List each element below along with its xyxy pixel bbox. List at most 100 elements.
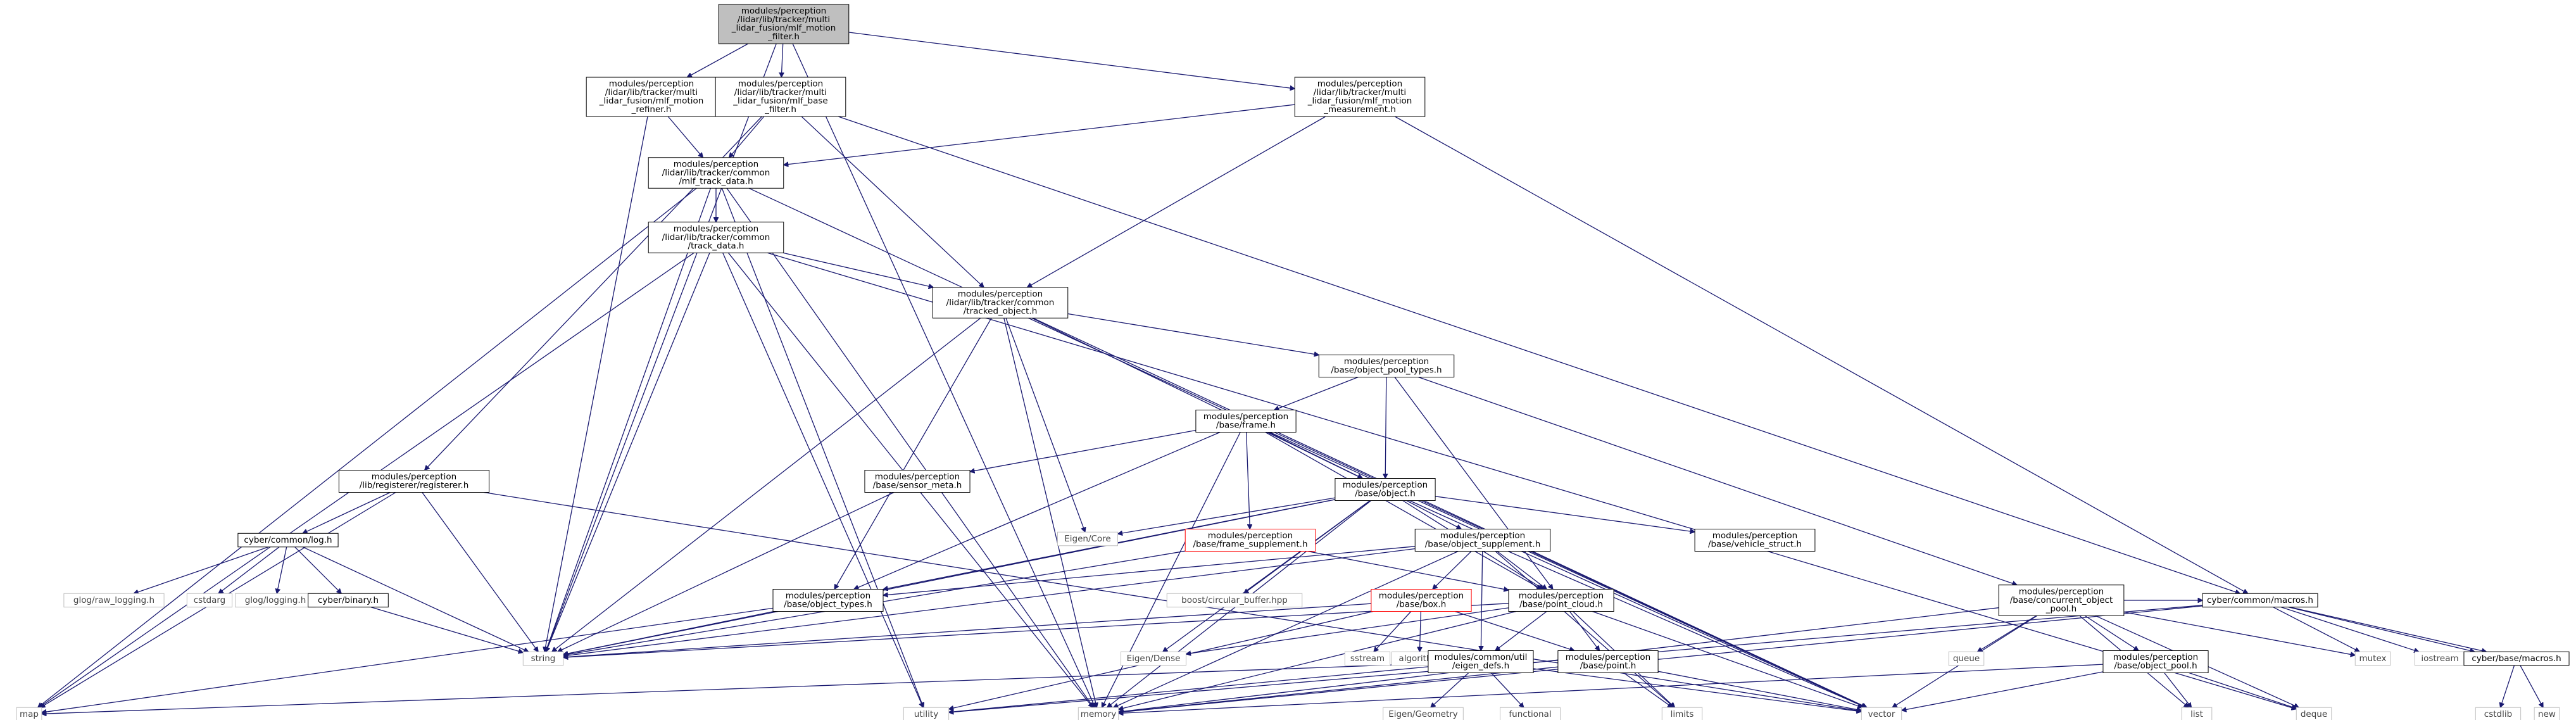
node-log[interactable]: cyber/common/log.h bbox=[237, 533, 339, 548]
node-boostcb: boost/circular_buffer.hpp bbox=[1166, 593, 1303, 608]
node-label: cyber/base/macros.h bbox=[2472, 654, 2561, 664]
node-basefilter[interactable]: modules/perception/lidar/lib/tracker/mul… bbox=[715, 77, 846, 117]
node-label: memory bbox=[1081, 709, 1116, 719]
node-label: /lidar/lib/tracker/common bbox=[946, 298, 1055, 308]
node-eigendefs[interactable]: modules/common/util/eigen_defs.h bbox=[1428, 650, 1534, 673]
node-box bbox=[1428, 650, 1534, 673]
node-cstdlib: cstdlib bbox=[2475, 707, 2522, 720]
node-box bbox=[2354, 651, 2391, 666]
node-label: mutex bbox=[2359, 654, 2386, 664]
nodes-layer: modules/perception/lidar/lib/tracker/mul… bbox=[16, 4, 2570, 720]
node-label: /lib/registerer/registerer.h bbox=[360, 481, 469, 491]
edge-log-to-glog bbox=[277, 546, 287, 594]
node-label: /base/object.h bbox=[1355, 489, 1416, 499]
node-list: list bbox=[2181, 707, 2213, 720]
node-objtypes[interactable]: modules/perception/base/object_types.h bbox=[772, 589, 884, 612]
node-label: modules/perception bbox=[958, 289, 1043, 299]
node-box bbox=[1508, 589, 1614, 612]
edge-concurrent-to-mutex bbox=[2123, 611, 2356, 655]
edge-measurement-to-tracked bbox=[1027, 116, 1326, 287]
node-label: modules/perception bbox=[1343, 480, 1428, 490]
node-refiner[interactable]: modules/perception/lidar/lib/tracker/mul… bbox=[586, 77, 717, 117]
node-label: vector bbox=[1868, 709, 1895, 719]
node-box bbox=[1998, 584, 2125, 616]
edge-registerer-to-string bbox=[422, 492, 538, 652]
node-rawlogging: glog/raw_logging.h bbox=[63, 593, 165, 608]
node-label: /base/vehicle_struct.h bbox=[1708, 540, 1802, 550]
node-label: Eigen/Dense bbox=[1127, 654, 1181, 664]
node-objectpool[interactable]: modules/perception/base/object_pool.h bbox=[2102, 650, 2209, 673]
node-vehicle[interactable]: modules/perception/base/vehicle_struct.h bbox=[1694, 529, 1816, 552]
node-sensormeta[interactable]: modules/perception/base/sensor_meta.h bbox=[864, 470, 971, 493]
node-label: /base/point.h bbox=[1580, 661, 1637, 671]
edge-root-to-measurement bbox=[848, 32, 1295, 89]
node-frame[interactable]: modules/perception/base/frame.h bbox=[1195, 410, 1297, 433]
node-box bbox=[1166, 593, 1303, 608]
node-measurement[interactable]: modules/perception/lidar/lib/tracker/mul… bbox=[1294, 77, 1426, 117]
edge-sensormeta-to-string bbox=[558, 491, 895, 652]
node-object[interactable]: modules/perception/base/object.h bbox=[1335, 478, 1436, 501]
node-framesupp[interactable]: modules/perception/base/frame_supplement… bbox=[1184, 529, 1316, 552]
node-box[interactable]: modules/perception/base/box.h bbox=[1371, 589, 1472, 612]
node-mutex: mutex bbox=[2354, 651, 2391, 666]
edge-pointcloud-to-vector bbox=[1592, 610, 1863, 708]
node-registerer[interactable]: modules/perception/lib/registerer/regist… bbox=[338, 470, 490, 493]
edge-eigendefs-to-vector bbox=[1533, 668, 1861, 712]
edge-objectpool-to-vector bbox=[1902, 671, 2104, 711]
node-pooltypes[interactable]: modules/perception/base/object_pool_type… bbox=[1318, 355, 1455, 377]
node-macros[interactable]: cyber/common/macros.h bbox=[2202, 593, 2318, 608]
edge-framesupp-to-pointcloud bbox=[1307, 550, 1509, 590]
edge-tracked-to-eigencore bbox=[1005, 318, 1085, 532]
node-label: cstdlib bbox=[2484, 709, 2512, 719]
node-pointcloud[interactable]: modules/perception/base/point_cloud.h bbox=[1508, 589, 1614, 612]
node-box bbox=[237, 533, 339, 548]
node-root[interactable]: modules/perception/lidar/lib/tracker/mul… bbox=[718, 4, 850, 44]
edge-frame-to-objtypes bbox=[854, 431, 1221, 590]
node-label: glog/logging.h bbox=[245, 595, 306, 605]
edge-pointcloud-to-eigendefs bbox=[1495, 610, 1547, 651]
edge-box-to-algorithm bbox=[1419, 611, 1421, 652]
node-label: _pool.h bbox=[2045, 603, 2077, 614]
node-label: /mlf_track_data.h bbox=[679, 176, 753, 186]
node-label: cyber/binary.h bbox=[318, 595, 379, 605]
edge-point-to-memory bbox=[1119, 666, 1558, 712]
edge-pointcloud-to-point bbox=[1569, 611, 1599, 651]
node-label: modules/perception bbox=[875, 472, 960, 482]
node-label: _lidar_fusion/mlf_motion bbox=[731, 23, 836, 34]
node-box bbox=[1661, 707, 1703, 720]
edge-mlftrack-to-memory bbox=[726, 187, 1093, 707]
edge-box-to-point bbox=[1454, 610, 1574, 651]
node-label: cyber/common/macros.h bbox=[2207, 595, 2313, 605]
node-binary[interactable]: cyber/binary.h bbox=[308, 593, 389, 608]
node-basemacros[interactable]: cyber/base/macros.h bbox=[2463, 651, 2570, 666]
node-concurrent[interactable]: modules/perception/base/concurrent_objec… bbox=[1998, 584, 2125, 616]
node-box bbox=[16, 707, 42, 720]
edge-concurrent-to-queue bbox=[1978, 615, 2037, 652]
node-box bbox=[1184, 529, 1316, 552]
node-box bbox=[2475, 707, 2522, 720]
node-label: utility bbox=[914, 709, 938, 719]
edge-macros-to-basemacros bbox=[2290, 607, 2486, 652]
node-label: /lidar/lib/tracker/multi bbox=[605, 87, 698, 98]
node-label: boost/circular_buffer.hpp bbox=[1181, 595, 1288, 605]
node-label: functional bbox=[1509, 709, 1551, 719]
node-label: _lidar_fusion/mlf_base bbox=[732, 96, 827, 106]
node-label: list bbox=[2190, 709, 2203, 719]
edge-frame-to-vector bbox=[1269, 431, 1867, 708]
node-box bbox=[2463, 651, 2570, 666]
node-box bbox=[1557, 650, 1659, 673]
node-tracked[interactable]: modules/perception/lidar/lib/tracker/com… bbox=[932, 287, 1069, 319]
node-box bbox=[586, 77, 717, 117]
node-box bbox=[308, 593, 389, 608]
edge-objectpool-to-memory bbox=[1119, 664, 2103, 713]
node-point[interactable]: modules/perception/base/point.h bbox=[1557, 650, 1659, 673]
node-label: modules/perception bbox=[786, 591, 870, 601]
node-mlftrack[interactable]: modules/perception/lidar/lib/tracker/com… bbox=[648, 157, 784, 189]
node-label: /base/object_types.h bbox=[784, 600, 872, 610]
node-label: /track_data.h bbox=[688, 241, 745, 251]
edge-tracked-to-string bbox=[552, 317, 981, 652]
edge-log-to-rawlogging bbox=[134, 546, 269, 594]
node-objsupp[interactable]: modules/perception/base/object_supplemen… bbox=[1414, 529, 1551, 552]
node-box bbox=[715, 77, 846, 117]
node-trackdata[interactable]: modules/perception/lidar/lib/tracker/com… bbox=[648, 222, 784, 253]
